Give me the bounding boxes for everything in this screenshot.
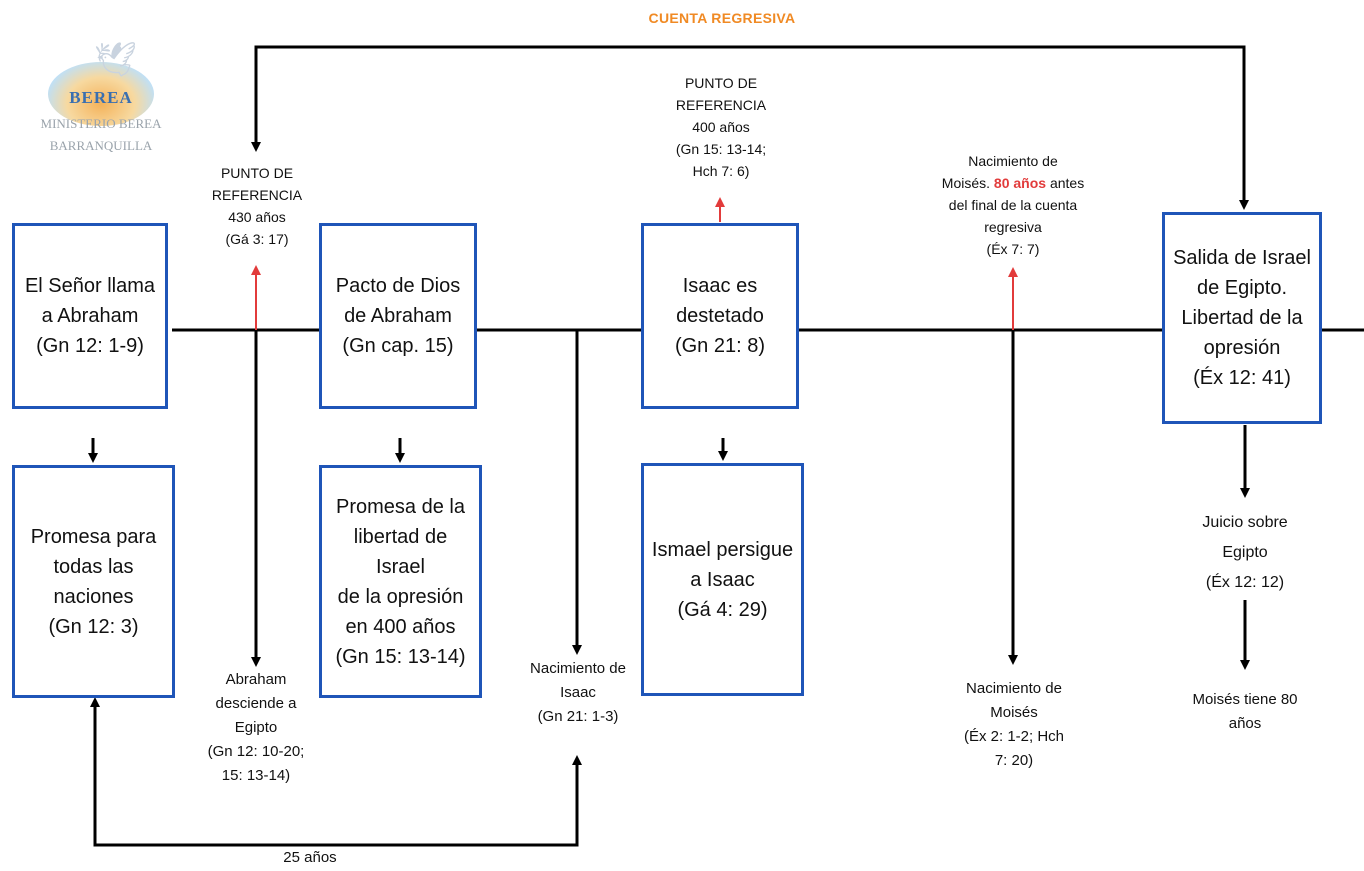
logo-line2: BARRANQUILLA xyxy=(49,138,153,153)
label-isaac-birth: Nacimiento de Isaac (Gn 21: 1-3) xyxy=(530,660,626,725)
box-isaac-weaned: Isaac es destetado (Gn 21: 8) xyxy=(641,223,799,409)
box-promise-nations: Promesa para todas las naciones (Gn 12: … xyxy=(12,465,175,698)
logo-emblem xyxy=(48,62,154,126)
box-abraham-call: El Señor llama a Abraham (Gn 12: 1-9) xyxy=(12,223,168,409)
moses-80-highlight: 80 años xyxy=(993,175,1047,191)
label-judgment: Juicio sobre Egipto (Éx 12: 12) xyxy=(1202,514,1288,591)
label-moses-80-years: Moisés tiene 80 años xyxy=(1192,691,1298,732)
label-abraham-egypt: Abraham desciende a Egipto (Gn 12: 10-20… xyxy=(207,671,305,784)
box-ishmael-text: Ismael persigue a Isaac (Gá 4: 29) xyxy=(651,538,794,621)
label-moses-birth: Nacimiento de Moisés (Éx 2: 1-2; Hch 7: … xyxy=(963,680,1065,769)
box-covenant: Pacto de Dios de Abraham (Gn cap. 15) xyxy=(319,223,477,409)
box-exodus: Salida de Israel de Egipto. Libertad de … xyxy=(1162,212,1322,424)
box-promise-freedom: Promesa de la libertad de Israel de la o… xyxy=(319,465,482,698)
box-ishmael: Ismael persigue a Isaac (Gá 4: 29) xyxy=(641,463,804,696)
box-isaac-weaned-text: Isaac es destetado (Gn 21: 8) xyxy=(674,275,766,357)
label-ref400: PUNTO DE REFERENCIA 400 años (Gn 15: 13-… xyxy=(675,75,767,179)
moses-80-text-b: antes del final de la cuenta regresiva (… xyxy=(948,175,1085,257)
box-promise-freedom-text: Promesa de la libertad de Israel de la o… xyxy=(335,495,466,668)
box-promise-nations-text: Promesa para todas las naciones (Gn 12: … xyxy=(30,525,157,638)
logo: 🕊 BEREA MINISTERIO BEREA BARRANQUILLA xyxy=(28,40,178,160)
logo-line1: MINISTERIO BEREA xyxy=(40,116,162,131)
years25-bracket xyxy=(93,708,582,847)
box-covenant-text: Pacto de Dios de Abraham (Gn cap. 15) xyxy=(335,275,461,357)
label-ref430: PUNTO DE REFERENCIA 430 años (Gá 3: 17) xyxy=(211,165,303,247)
logo-brand: BEREA xyxy=(69,88,133,107)
label-25-years: 25 años xyxy=(283,849,337,866)
label-moses-80: Nacimiento de Moisés. 80 años antes del … xyxy=(918,150,1108,260)
dove-icon: 🕊 xyxy=(94,41,138,79)
box-abraham-call-text: El Señor llama a Abraham (Gn 12: 1-9) xyxy=(24,275,156,357)
moses-80-text-a: Nacimiento de Moisés. xyxy=(941,153,1058,191)
box-exodus-text: Salida de Israel de Egipto. Libertad de … xyxy=(1173,247,1311,389)
diagram-title: CUENTA REGRESIVA xyxy=(648,10,796,26)
